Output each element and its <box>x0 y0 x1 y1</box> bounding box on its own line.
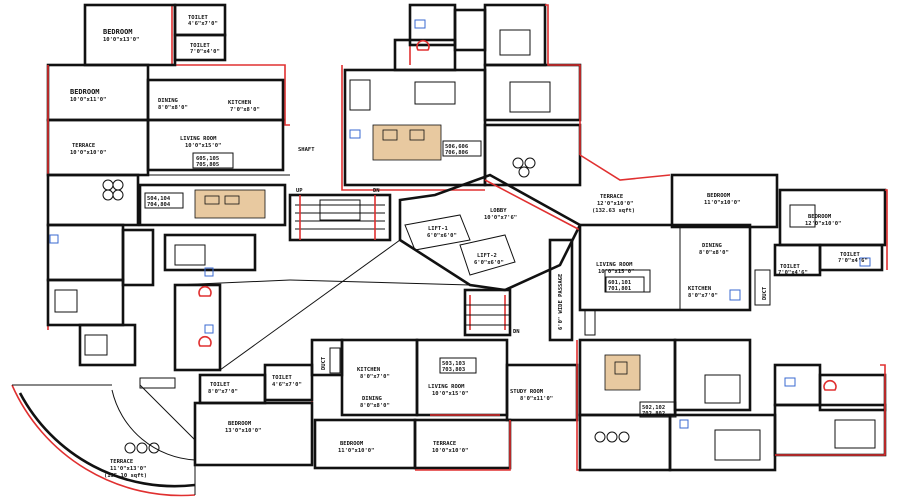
outer-boundary <box>775 189 888 456</box>
toilet-tl2-name: TOILET <box>190 43 211 49</box>
terrace-r-area: (132.63 sqft) <box>592 208 635 214</box>
toilet-tl1-name: TOILET <box>188 15 209 21</box>
dining-b-name: DINING <box>362 396 383 402</box>
toilet-r1-name: TOILET <box>780 264 801 270</box>
dining-r-size: 8'0"x8'0" <box>699 250 729 256</box>
toilet-r2-name: TOILET <box>840 252 861 258</box>
terrace-l-name: TERRACE <box>72 143 95 149</box>
kitchen-b-size: 8'0"x7'0" <box>360 374 390 380</box>
core-walls <box>174 173 596 371</box>
bedroom-l-size: 10'0"x11'0" <box>70 97 106 103</box>
terrace-bl-area: (135.10 sqft) <box>104 473 147 479</box>
bedroom-tl-name: BEDROOM <box>103 28 133 36</box>
flat-b2: 703,803 <box>442 367 465 373</box>
toilet-b2-size: 4'6"x7'0" <box>272 382 302 388</box>
bedroom-tl-size: 10'0"x13'0" <box>103 37 139 43</box>
flat-l2: 705,805 <box>196 162 219 168</box>
right-wing-labels: TERRACE 12'0"x10'0" (132.63 sqft) BEDROO… <box>592 193 868 300</box>
dining-l-size: 8'0"x8'0" <box>158 105 188 111</box>
top-center-walls <box>341 3 582 191</box>
duct-label: DUCT <box>762 286 768 300</box>
lobby-name: LOBBY <box>490 208 507 214</box>
bedroom-b2-size: 11'0"x10'0" <box>338 448 374 454</box>
top-center-labels: 506,606 706,806 SHAFT <box>298 140 482 157</box>
lift1-name: LIFT-1 <box>428 226 449 232</box>
lobby-size: 10'0"x7'6" <box>484 215 517 221</box>
flat-l1: 605,105 <box>196 156 219 162</box>
bedroom-r1-name: BEDROOM <box>707 193 731 199</box>
bedroom-l-name: BEDROOM <box>70 88 100 96</box>
flat-br1: 502,102 <box>642 405 665 411</box>
dining-l-name: DINING <box>158 98 179 104</box>
bedroom-r2-size: 12'0"x10'0" <box>805 221 841 227</box>
kitchen-r-name: KITCHEN <box>688 286 711 292</box>
toilet-r2-size: 7'0"x4'6" <box>838 258 868 264</box>
flat-r1: 601,101 <box>608 280 632 286</box>
bedroom-b1-name: BEDROOM <box>228 421 252 427</box>
kitchen-l-size: 7'0"x8'0" <box>230 107 260 113</box>
flat-r2: 701,801 <box>608 286 632 292</box>
passage-label: 6'0" WIDE PASSAGE <box>558 274 564 330</box>
living-b-name: LIVING ROOM <box>428 384 465 390</box>
bottom-left-terrace: TERRACE 11'0"x13'0" (135.10 sqft) <box>11 377 196 497</box>
right-wing-walls <box>484 154 887 312</box>
shaft-label: SHAFT <box>298 147 315 153</box>
terrace-bl-name: TERRACE <box>110 459 133 465</box>
bedroom-r1-size: 11'0"x10'0" <box>704 200 740 206</box>
stair-dn-label-2: DN <box>513 329 520 335</box>
flat-ll2: 704,804 <box>147 202 171 208</box>
toilet-tl1-size: 4'6"x7'0" <box>188 21 218 27</box>
terrace-r-name: TERRACE <box>600 194 623 200</box>
left-wing-walls <box>46 3 290 372</box>
terrace-l-size: 10'0"x10'0" <box>70 150 106 156</box>
toilet-r1-size: 7'0"x4'6" <box>778 270 808 276</box>
toilet-tl2-size: 7'0"x4'0" <box>190 49 220 55</box>
kitchen-b-name: KITCHEN <box>357 367 380 373</box>
lift2-size: 6'0"x6'0" <box>474 260 504 266</box>
living-r-name: LIVING ROOM <box>596 262 633 268</box>
bottom-right-labels: 502,102 702,802 <box>639 401 677 418</box>
flat-br2: 702,802 <box>642 411 665 417</box>
bottom-center-labels: DUCT KITCHEN 8'0"x7'0" DINING 8'0"x8'0" … <box>208 356 553 454</box>
flat-tc1: 506,606 <box>445 144 469 150</box>
toilet-b1-name: TOILET <box>210 382 231 388</box>
living-l-name: LIVING ROOM <box>180 136 217 142</box>
dining-r-name: DINING <box>702 243 723 249</box>
bottom-right-walls <box>576 338 887 472</box>
stair-dn-label: DN <box>373 188 380 194</box>
terrace-r-size: 12'0"x10'0" <box>597 201 633 207</box>
study-b-size: 8'0"x11'0" <box>520 396 553 402</box>
left-wing-labels: BEDROOM 10'0"x13'0" TOILET 4'6"x7'0" TOI… <box>70 15 260 209</box>
toilet-b1-size: 8'0"x7'0" <box>208 389 238 395</box>
terrace-b-name: TERRACE <box>433 441 456 447</box>
living-r-size: 10'0"x15'0" <box>598 269 634 275</box>
kitchen-r-size: 8'0"x7'0" <box>688 293 718 299</box>
flat-b1: 503,103 <box>442 361 465 367</box>
lift1-size: 6'0"x6'0" <box>427 233 457 239</box>
living-l-size: 10'0"x15'0" <box>185 143 221 149</box>
bedroom-b1-size: 13'0"x10'0" <box>225 428 261 434</box>
flat-ll1: 504,104 <box>147 196 171 202</box>
toilet-b2-name: TOILET <box>272 375 293 381</box>
bedroom-b2-name: BEDROOM <box>340 441 364 447</box>
lift2-name: LIFT-2 <box>477 253 497 259</box>
bottom-center-walls <box>193 338 579 471</box>
bedroom-r2-name: BEDROOM <box>808 214 832 220</box>
terrace-b-size: 10'0"x10'0" <box>432 448 468 454</box>
duct-label-b: DUCT <box>321 356 327 370</box>
stair-up-label: UP <box>296 188 303 194</box>
dining-b-size: 8'0"x8'0" <box>360 403 390 409</box>
flat-tc2: 706,806 <box>445 150 469 156</box>
kitchen-l-name: KITCHEN <box>228 100 251 106</box>
living-b-size: 10'0"x15'0" <box>432 391 468 397</box>
terrace-bl-size: 11'0"x13'0" <box>110 466 146 472</box>
study-b-name: STUDY ROOM <box>510 389 544 395</box>
core-labels: UP DN LOBBY 10'0"x7'6" LIFT-1 6'0"x6'0" … <box>296 188 564 335</box>
